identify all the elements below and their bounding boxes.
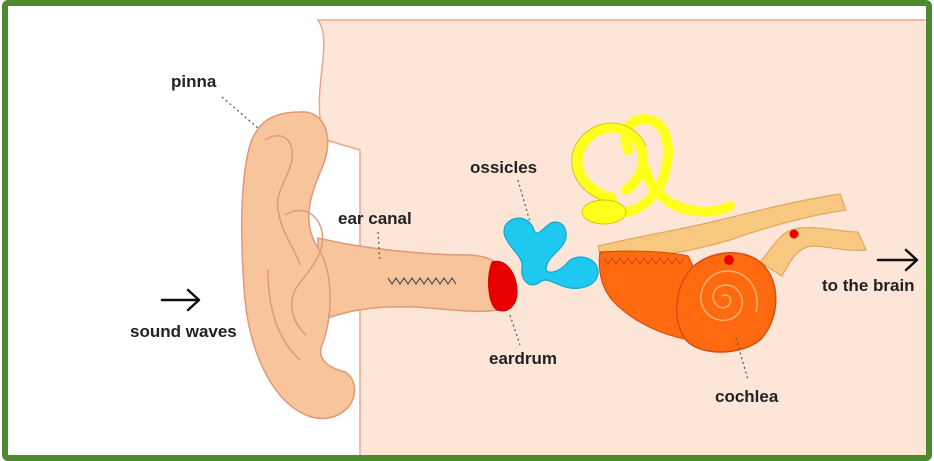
label-sound-waves: sound waves — [130, 322, 237, 341]
vestibule — [582, 200, 626, 224]
label-to-the-brain: to the brain — [822, 276, 915, 295]
cochlea-red-dot — [724, 255, 734, 265]
label-cochlea: cochlea — [715, 387, 779, 406]
nerve-red-dot — [790, 230, 799, 239]
label-pinna: pinna — [171, 72, 217, 91]
label-eardrum: eardrum — [489, 349, 557, 368]
label-ossicles: ossicles — [470, 158, 537, 177]
label-ear-canal: ear canal — [338, 209, 412, 228]
cochlea-shape — [677, 253, 776, 352]
